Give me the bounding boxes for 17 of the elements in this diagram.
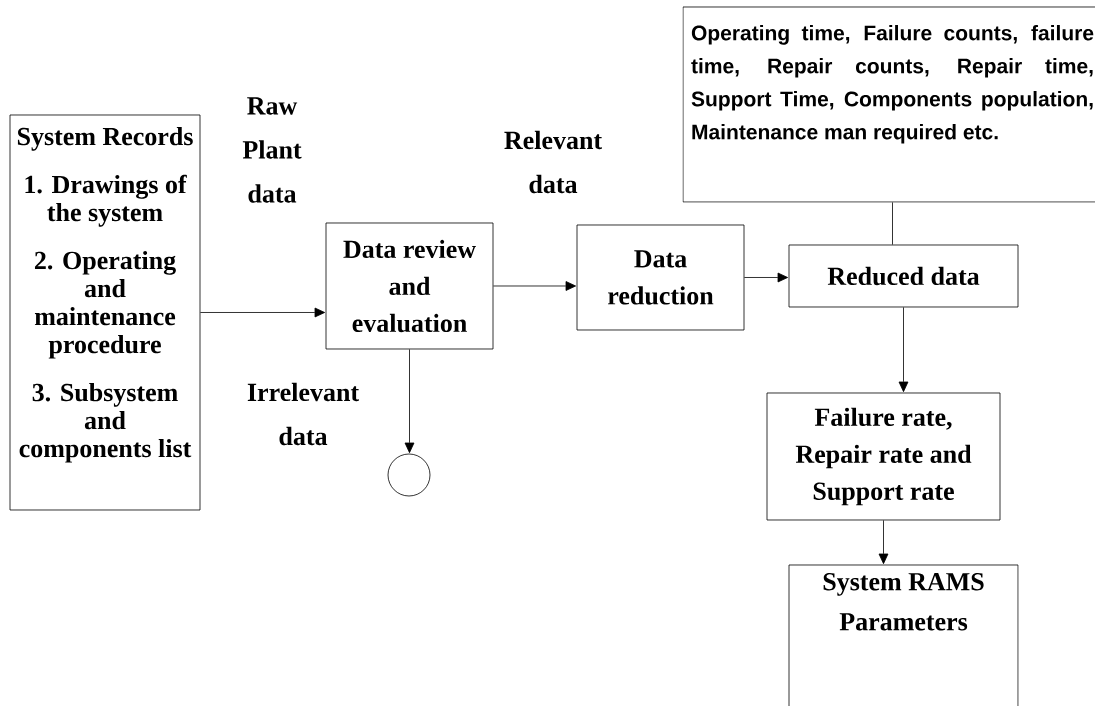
flow-label: Irrelevant data [247,382,359,446]
arrow [744,272,789,283]
process-box: Reduced data [788,244,1019,308]
flow-label: Relevant data [504,130,602,194]
process-box: System Records 1. Drawings of the system 2. Operating and maintenance procedure 3. Subsystem and components list [9,114,201,511]
flow-label: Raw Plant data [242,97,302,203]
arrow [878,520,889,565]
end-circle [387,453,431,497]
process-box: System RAMS Parameters [788,564,1019,706]
process-box: Failure rate, Repair rate and Support rate [766,392,1001,521]
process-box: Data review and evaluation [325,222,494,350]
arrow [200,307,326,318]
arrow [493,281,577,291]
process-box: Data reduction [576,224,745,331]
arrow [898,307,909,393]
process-box: Operating time, Failure counts, failure time, Repair counts, Repair time, Support Time, Components population, Maintenance man required etc. [682,6,1095,203]
arrow [404,349,415,454]
